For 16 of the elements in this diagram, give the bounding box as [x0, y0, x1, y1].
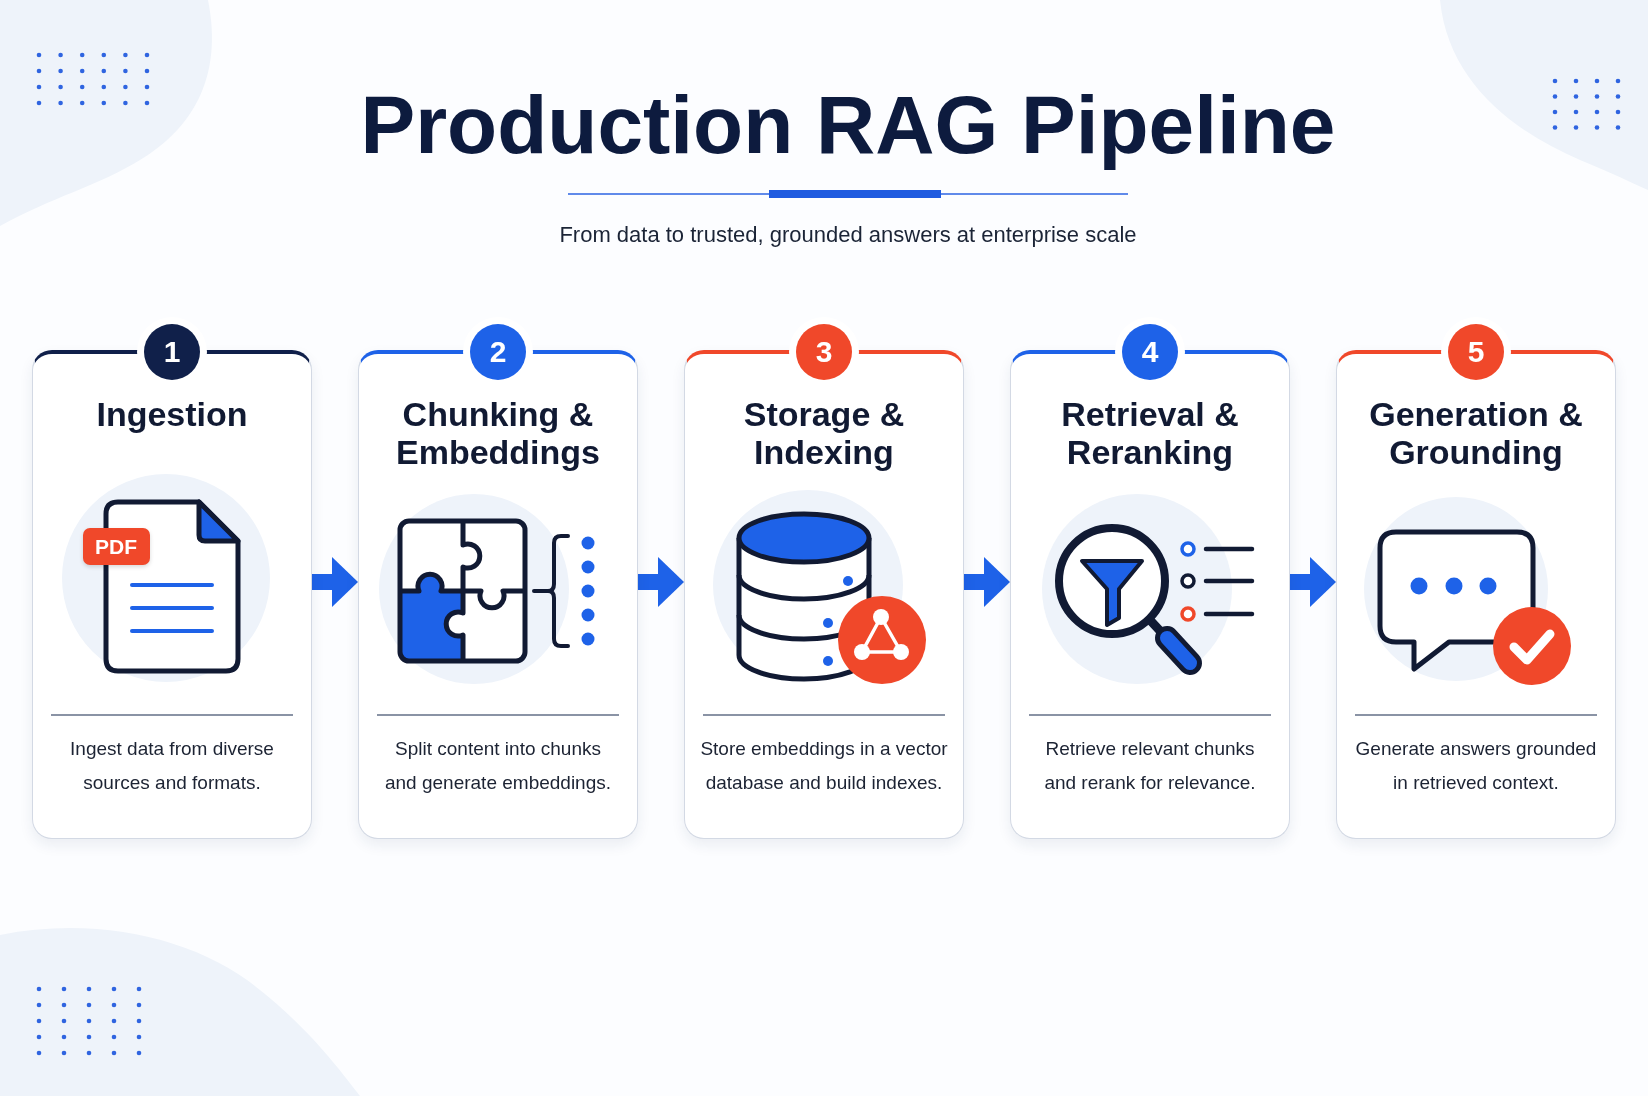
- arrow: [1290, 557, 1336, 607]
- step-title: Generation & Grounding: [1368, 395, 1584, 471]
- step-description: Split content into chunks and generate embeddings.: [383, 737, 613, 795]
- step-title: Chunking & Embeddings: [395, 395, 601, 471]
- arrow: [312, 557, 358, 607]
- arrow: [638, 557, 684, 607]
- step-description: Store embeddings in a vector database and build indexes.: [699, 737, 949, 795]
- step-title: Ingestion: [95, 395, 249, 433]
- step-description: Generate answers grounded in retrieved context.: [1354, 737, 1598, 795]
- arrow: [964, 557, 1010, 607]
- step-description: Retrieve relevant chunks and rerank for relevance.: [1043, 737, 1257, 795]
- step-title: Retrieval & Reranking: [1060, 395, 1240, 471]
- subtitle: From data to trusted, grounded answers at enterprise scale: [559, 222, 1137, 248]
- step-description: Ingest data from diverse sources and formats.: [69, 737, 275, 795]
- file-type-tag: PDF: [82, 528, 150, 565]
- step-title: Storage & Indexing: [742, 395, 906, 471]
